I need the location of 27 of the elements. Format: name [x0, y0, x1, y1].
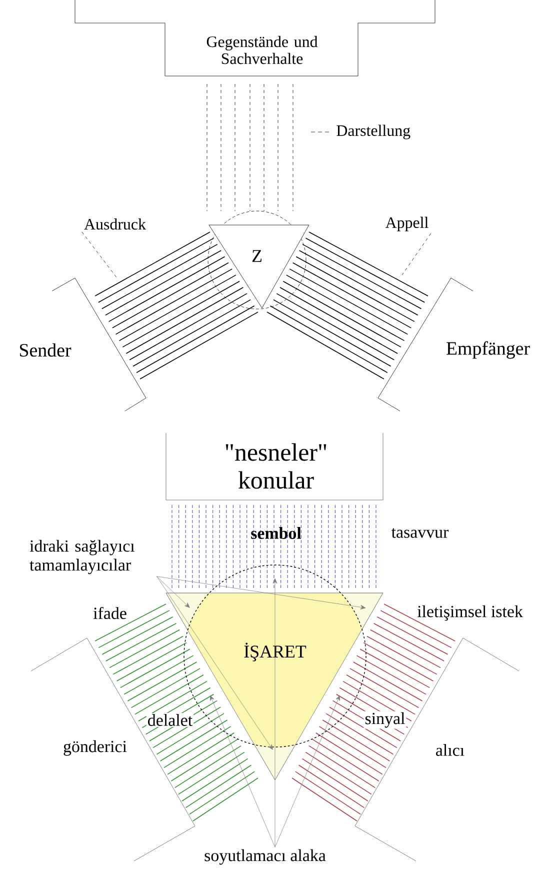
object-box: "nesneler" konular [166, 432, 384, 500]
part-label: sembol [251, 527, 302, 539]
part-label: Empfänger [446, 341, 530, 359]
part-label: Sender [20, 343, 72, 357]
arrow [272, 578, 278, 848]
arrow [274, 695, 340, 848]
leader-line [82, 232, 118, 278]
part-label: Darstellung [336, 124, 410, 140]
hatched-band [266, 232, 428, 380]
part-label: gönderici [64, 740, 127, 756]
label-text: Ausdruck [84, 218, 146, 230]
label-text: Appell [385, 216, 428, 232]
label-text: soyutlamacı alaka [204, 849, 326, 865]
object-box: Gegenstände und Sachverhalte [74, 0, 436, 76]
sign-triangle: Z [208, 224, 310, 308]
label-text: idraki sağlayıcı tamamlayıcılar [30, 540, 135, 574]
arrow [210, 695, 276, 848]
part-label: ifade [93, 606, 126, 620]
part-label: sinyal [364, 711, 406, 729]
arrow [156, 576, 366, 610]
arrow [156, 576, 190, 608]
part-label: tasavvur [391, 528, 449, 538]
leader-line [402, 233, 432, 276]
arrow [156, 576, 273, 750]
part-label: alıcı [436, 744, 464, 756]
part-label: delalet [146, 713, 194, 727]
part-label: iletişimsel istek [417, 605, 523, 621]
